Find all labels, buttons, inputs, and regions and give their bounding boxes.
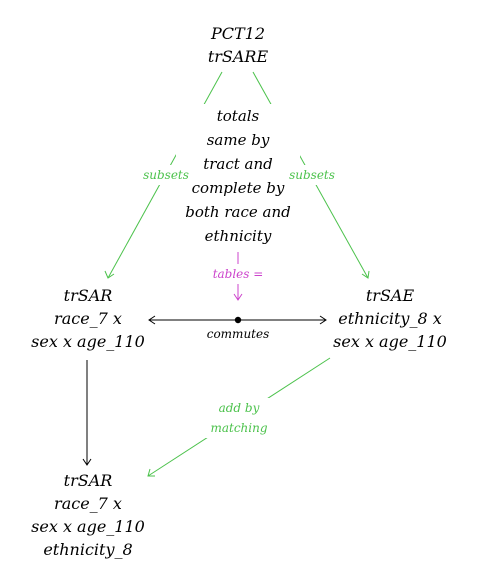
label-commutes: commutes [206,327,270,341]
note-line: same by [206,131,270,149]
label-add-by-matching: add by matching [200,398,278,438]
note-line: totals [216,107,260,125]
node-left: trSAR race_7 x sex x age_110 [22,284,154,353]
node-top-line: trSARE [207,47,269,66]
arrowhead-left-to-bottom [82,458,92,466]
node-bottom-line: race_7 x [54,494,122,513]
arrowhead-subsets-left [104,270,115,279]
label-add-by-matching-line: add by [218,401,260,415]
node-bottom-line: sex x age_110 [31,517,145,536]
node-right-line: ethnicity_8 x [338,309,442,328]
label-subsets-left: subsets [136,165,196,185]
node-bottom-line: trSAR [63,471,113,490]
node-right-line: trSAE [365,286,415,305]
arrowhead-commutes-left [148,315,156,325]
arrowhead-add-by-matching [147,468,155,477]
note-line: complete by [191,179,285,197]
label-tables-equal: tables = [198,264,278,284]
note-line: both race and [185,203,291,221]
note-line: tract and [203,155,273,173]
node-right-line: sex x age_110 [333,332,447,351]
note-totals: totals same by tract and complete by bot… [176,104,300,248]
node-top-line: PCT12 [210,24,266,43]
node-bottom-line: ethnicity_8 [43,540,133,559]
node-top: PCT12 trSARE [180,22,296,68]
arrowhead-tables-equal [233,293,243,301]
node-left-line: race_7 x [54,309,122,328]
label-subsets-right: subsets [282,165,342,185]
label-add-by-matching-line: matching [210,421,268,435]
arrowhead-subsets-right [361,270,370,279]
node-left-line: trSAR [63,286,113,305]
commutes-dot [234,316,242,324]
node-left-line: sex x age_110 [31,332,145,351]
node-bottom: trSAR race_7 x sex x age_110 ethnicity_8 [22,469,154,561]
arrowhead-commutes-right [319,315,327,325]
node-right: trSAE ethnicity_8 x sex x age_110 [320,284,460,353]
note-line: ethnicity [204,227,272,245]
